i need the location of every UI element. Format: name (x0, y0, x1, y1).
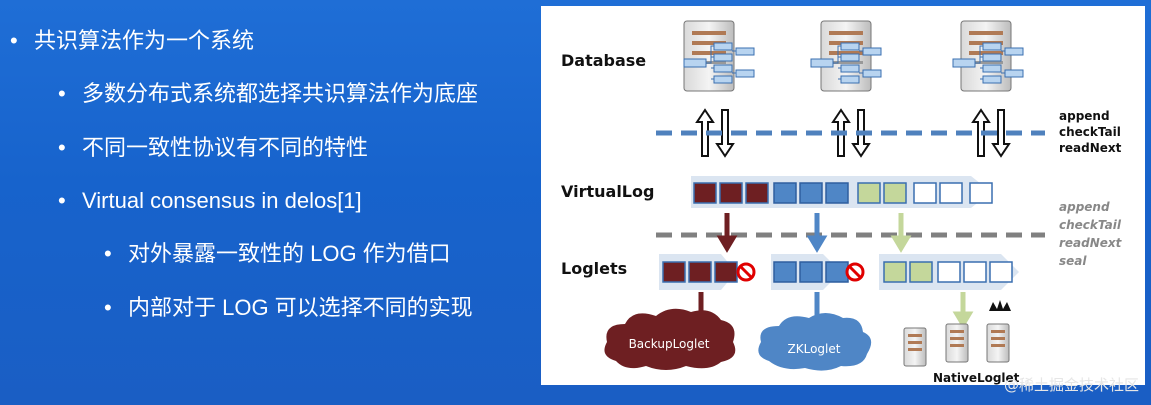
api-label: checkTail (1059, 218, 1122, 232)
bullet-item: •共识算法作为一个系统 (10, 28, 255, 53)
api-label: seal (1059, 254, 1087, 268)
svg-text:ZKLoglet: ZKLoglet (788, 342, 841, 356)
api-label: readNext (1059, 236, 1123, 250)
loglet-zk (771, 254, 865, 290)
watermark: @稀土掘金技术社区 (1003, 376, 1139, 394)
crown-icon (989, 300, 1011, 311)
bullet-item: •内部对于 LOG 可以选择不同的实现 (104, 295, 473, 320)
server-icon (986, 323, 1010, 363)
bullet-item: •不同一致性协议有不同的特性 (58, 135, 369, 160)
down-arrow-icon (952, 292, 974, 329)
api-label: readNext (1059, 141, 1122, 155)
loglet-native (879, 254, 1019, 290)
backup-cloud: BackupLoglet (604, 308, 736, 370)
api-label: append (1059, 109, 1110, 123)
bullet-list: •共识算法作为一个系统 •多数分布式系统都选择共识算法作为底座 •不同一致性协议… (0, 0, 540, 405)
server-icon (945, 323, 969, 363)
down-arrow-icon (716, 213, 738, 253)
bullet-item: •Virtual consensus in delos[1] (58, 188, 362, 213)
native-loglet-label: NativeLoglet (933, 371, 1020, 385)
database-label: Database (561, 51, 646, 70)
svg-text:BackupLoglet: BackupLoglet (629, 337, 710, 351)
down-arrow-icon (806, 213, 828, 253)
server-icon (903, 327, 927, 367)
zk-cloud: ZKLoglet (758, 313, 872, 371)
api-label: checkTail (1059, 125, 1121, 139)
bullet-item: •多数分布式系统都选择共识算法作为底座 (58, 81, 479, 106)
server-icon (683, 20, 755, 92)
down-arrow-icon (890, 213, 912, 253)
sealed-icon (736, 262, 756, 282)
api-label: append (1059, 200, 1110, 214)
server-icon (952, 20, 1024, 92)
sealed-icon (845, 262, 865, 282)
bullet-item: •对外暴露一致性的 LOG 作为借口 (104, 241, 451, 266)
loglets-label: Loglets (561, 259, 627, 278)
virtuallog-row (691, 176, 993, 208)
delos-diagram: Database VirtualLog Loglets append check… (541, 6, 1145, 385)
loglet-backup (659, 254, 756, 290)
virtuallog-label: VirtualLog (561, 182, 654, 201)
server-icon (810, 20, 882, 92)
native-servers: NativeLoglet (903, 300, 1020, 385)
